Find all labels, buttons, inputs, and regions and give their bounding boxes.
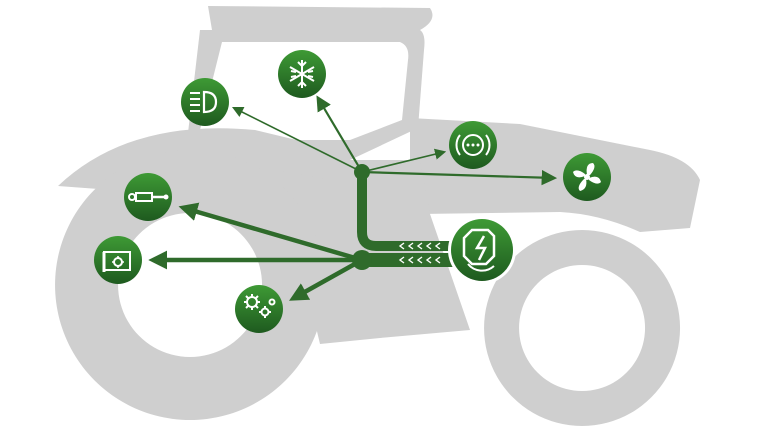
brake-icon	[449, 121, 497, 169]
arrow-to-cooling-fan	[361, 169, 558, 186]
cooling-fan-icon	[563, 153, 611, 201]
front-wheel	[484, 230, 681, 426]
arrow-to-transmission-gears	[289, 258, 364, 301]
flow-chevrons-lower	[398, 256, 441, 264]
lights-icon	[181, 78, 229, 126]
air-conditioning-icon	[278, 50, 326, 98]
arrow-to-lights	[231, 106, 363, 173]
upper-feed-line	[357, 172, 470, 251]
chassis	[186, 150, 470, 344]
arrow-to-hydraulic-cylinder	[178, 202, 363, 263]
arrow-to-brake	[361, 148, 447, 173]
hydraulic-cylinder-icon	[124, 173, 172, 221]
rear-wheel	[55, 150, 326, 420]
pto-gearbox-icon	[94, 236, 142, 284]
flow-chevrons-upper	[398, 242, 441, 250]
transmission-gears-icon	[235, 285, 283, 333]
arrow-to-air-conditioning	[316, 95, 363, 173]
engine-power-icon	[448, 216, 516, 284]
upper-distribution-node	[354, 164, 370, 180]
lower-distribution-node	[352, 250, 372, 270]
cab-roof	[208, 6, 433, 30]
